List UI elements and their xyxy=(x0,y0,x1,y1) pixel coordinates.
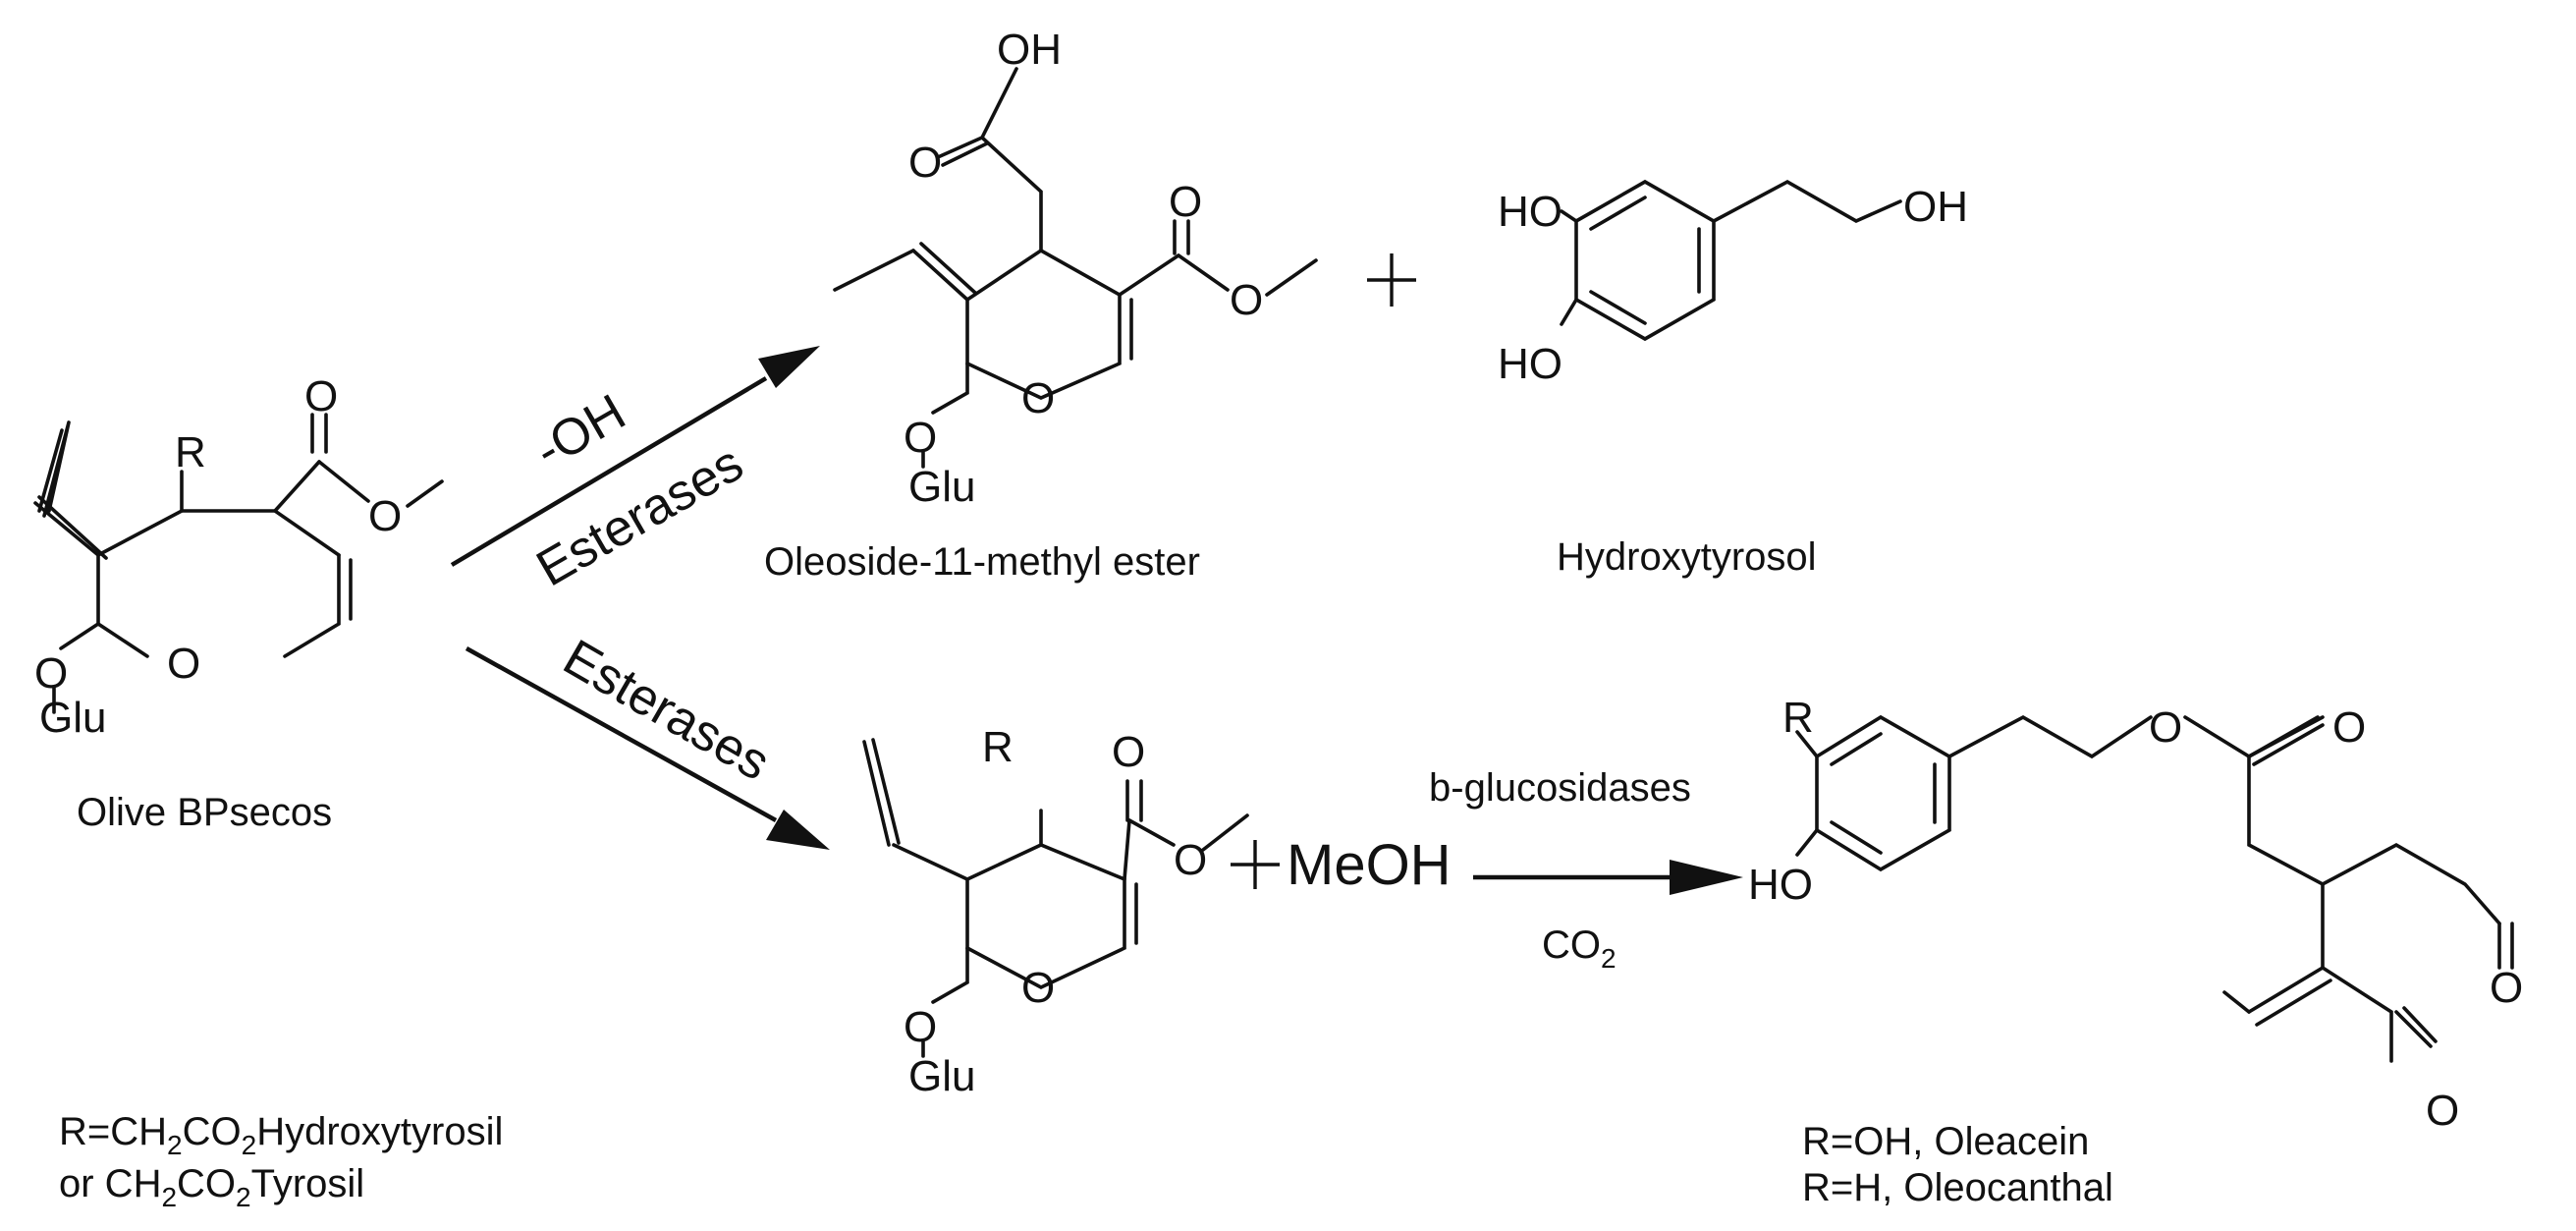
carbonyl-o: O xyxy=(1112,728,1145,776)
oleoside-methyl-ester-structure: OH O O O O O Glu xyxy=(833,26,1318,511)
r2-sub2: 2 xyxy=(236,1182,251,1212)
reagent-esterases-lower: Esterases xyxy=(554,629,779,792)
r1-sub2: 2 xyxy=(242,1130,257,1160)
carbonyl-o: O xyxy=(304,372,338,420)
ester-o: O xyxy=(368,492,402,540)
arrow-right xyxy=(1473,860,1743,895)
methanol-label: MeOH xyxy=(1287,833,1452,897)
r1-prefix: R=CH xyxy=(59,1110,167,1153)
oleacein-oleocanthal-structure: R HO O O O O xyxy=(1748,694,2523,1135)
ring-o: O xyxy=(1021,374,1055,422)
glu-label: Glu xyxy=(908,463,975,511)
r2-sub1: 2 xyxy=(161,1182,177,1212)
aldehyde-o-lower: O xyxy=(2426,1087,2459,1135)
ring-o: O xyxy=(167,640,200,688)
acid-carbonyl-o: O xyxy=(908,139,942,187)
ester-o: O xyxy=(1174,836,1207,884)
glycoside-o: O xyxy=(904,1003,937,1051)
r2-co: CO xyxy=(177,1162,236,1205)
r2-prefix: or CH xyxy=(59,1162,161,1205)
r1-name: Hydroxytyrosil xyxy=(256,1110,503,1153)
caption-oleacein: R=OH, Oleacein xyxy=(1802,1120,2089,1163)
r2-name: Tyrosil xyxy=(251,1162,365,1205)
r-label: R xyxy=(982,723,1014,771)
caption-hydroxytyrosol: Hydroxytyrosol xyxy=(1557,535,1817,579)
r-label: R xyxy=(1782,694,1814,742)
ho-label: HO xyxy=(1748,861,1813,909)
ring-o: O xyxy=(1021,964,1055,1012)
hydroxytyrosol-structure: HO HO OH xyxy=(1498,179,1968,388)
intermediate-structure: R O O O O Glu xyxy=(862,723,1249,1100)
co2-main: CO xyxy=(1542,923,1601,967)
arrow-upper xyxy=(450,346,820,567)
olive-bpsecos-structure: R O O O O Glu xyxy=(33,372,444,742)
caption-r-definition-1: R=CH2CO2Hydroxytyrosil xyxy=(59,1110,503,1160)
oh-left-top: HO xyxy=(1498,188,1562,236)
caption-oleocanthal: R=H, Oleocanthal xyxy=(1802,1166,2113,1209)
glu-label: Glu xyxy=(908,1052,975,1100)
r1-sub1: 2 xyxy=(167,1130,183,1160)
plus-sign-lower xyxy=(1231,840,1280,889)
plus-sign-upper xyxy=(1367,253,1416,307)
ester-o: O xyxy=(1230,276,1263,324)
arrow-lower xyxy=(465,646,830,850)
r1-co: CO xyxy=(183,1110,242,1153)
caption-r-definition-2: or CH2CO2Tyrosil xyxy=(59,1162,364,1212)
r-label: R xyxy=(175,428,206,476)
ester-o: O xyxy=(2149,703,2182,752)
oh-right: OH xyxy=(1903,183,1968,231)
aldehyde-o-upper: O xyxy=(2490,964,2523,1012)
reagent-glucosidases: b-glucosidases xyxy=(1429,766,1691,810)
acid-oh: OH xyxy=(997,26,1062,74)
oh-left-bottom: HO xyxy=(1498,340,1562,388)
caption-olive-bpsecos: Olive BPsecos xyxy=(77,791,332,834)
ester-carbonyl-o: O xyxy=(1169,178,1202,226)
co2-sub: 2 xyxy=(1601,943,1617,974)
glycoside-o: O xyxy=(34,649,68,698)
caption-oleoside: Oleoside-11-methyl ester xyxy=(764,540,1200,584)
glycoside-o: O xyxy=(904,414,937,462)
reagent-co2: CO2 xyxy=(1542,923,1617,974)
carbonyl-o: O xyxy=(2332,703,2366,752)
glu-label: Glu xyxy=(39,694,106,742)
